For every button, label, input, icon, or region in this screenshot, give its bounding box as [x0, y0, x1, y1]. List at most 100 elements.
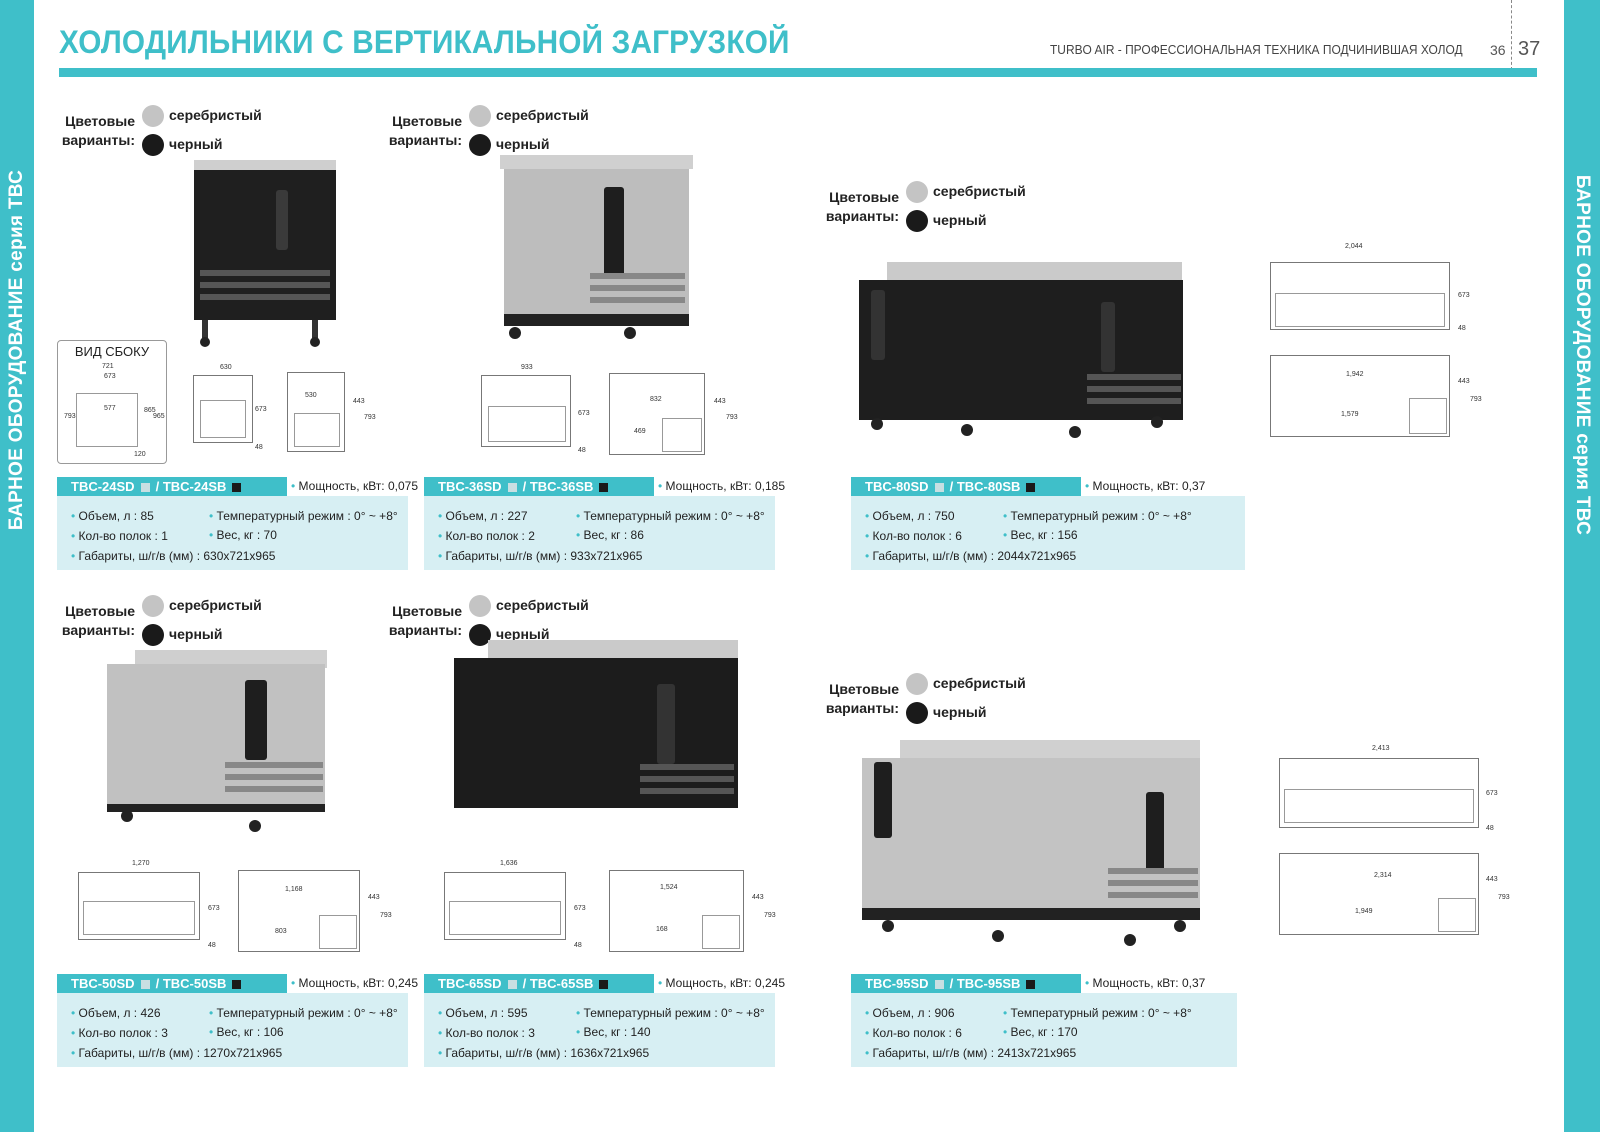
- dim-label: 673: [104, 373, 116, 380]
- dim-label: 793: [380, 912, 392, 919]
- silver-swatch: [469, 595, 491, 617]
- page-number-left: 36: [1490, 42, 1506, 58]
- front-drawing: [193, 375, 253, 443]
- black-label: черный: [933, 212, 987, 228]
- product-photo-tbc-50: [107, 650, 327, 832]
- dim-label: 673: [208, 905, 220, 912]
- dims-spec: Габариты, ш/г/в (мм) : 933x721x965: [438, 549, 643, 563]
- front-drawing: [481, 375, 571, 447]
- black-label: черный: [169, 136, 223, 152]
- left-side-band: БАРНОЕ ОБОРУДОВАНИЕ серия ТВС: [0, 0, 34, 1132]
- silver-swatch: [142, 595, 164, 617]
- dim-label: 673: [578, 410, 590, 417]
- spec-panel-tbc-24: TBC-24SD/ TBC-24SB Мощность, кВт: 0,075 …: [57, 477, 418, 570]
- volume-spec: Объем, л : 426: [71, 1006, 161, 1020]
- dim-label: 673: [1486, 790, 1498, 797]
- side-label-left: БАРНОЕ ОБОРУДОВАНИЕ серия ТВС: [6, 169, 27, 531]
- dim-label: 48: [208, 942, 216, 949]
- dim-label: 793: [64, 413, 76, 420]
- product-photo-tbc-95: [862, 740, 1200, 946]
- dim-label: 48: [574, 942, 582, 949]
- silver-swatch: [906, 181, 928, 203]
- shelves-spec: Кол-во полок : 6: [865, 1026, 962, 1040]
- black-swatch: [142, 624, 164, 646]
- product-photo-tbc-80: [859, 262, 1183, 438]
- black-swatch: [906, 702, 928, 724]
- black-label: черный: [933, 704, 987, 720]
- silver-label: серебристый: [933, 183, 1026, 199]
- side-view-outline: [76, 393, 138, 447]
- temp-spec: Температурный режим : 0° ~ +8°: [1003, 1006, 1192, 1020]
- dim-label: 443: [1458, 378, 1470, 385]
- model-label: TBC-36SD/ TBC-36SB: [424, 477, 654, 496]
- dim-label: 933: [521, 364, 533, 371]
- side-view-title: ВИД СБОКУ: [74, 344, 150, 359]
- dim-label: 48: [1486, 825, 1494, 832]
- weight-spec: Вес, кг : 170: [1003, 1025, 1078, 1039]
- dim-label: 832: [650, 396, 662, 403]
- front-drawing: [1270, 262, 1450, 330]
- weight-spec: Вес, кг : 140: [576, 1025, 651, 1039]
- model-label: TBC-95SD/ TBC-95SB: [851, 974, 1081, 993]
- dim-label: 168: [656, 926, 668, 933]
- spec-panel-tbc-50: TBC-50SD/ TBC-50SB Мощность, кВт: 0,245 …: [57, 974, 418, 1067]
- weight-spec: Вес, кг : 86: [576, 528, 644, 542]
- front-drawing: [444, 872, 566, 940]
- spec-panel-tbc-80: TBC-80SD/ TBC-80SB Мощность, кВт: 0,37 О…: [851, 477, 1245, 570]
- dim-label: 48: [1458, 325, 1466, 332]
- weight-spec: Вес, кг : 70: [209, 528, 277, 542]
- dims-spec: Габариты, ш/г/в (мм) : 2413x721x965: [865, 1046, 1077, 1060]
- dim-label: 721: [102, 363, 114, 370]
- shelves-spec: Кол-во полок : 3: [438, 1026, 535, 1040]
- dims-spec: Габариты, ш/г/в (мм) : 630x721x965: [71, 549, 276, 563]
- dim-label: 469: [634, 428, 646, 435]
- dim-label: 1,168: [285, 886, 303, 893]
- spec-panel-tbc-95: TBC-95SD/ TBC-95SB Мощность, кВт: 0,37 О…: [851, 974, 1237, 1067]
- back-drawing: [238, 870, 360, 952]
- silver-swatch: [469, 105, 491, 127]
- dim-label: 793: [726, 414, 738, 421]
- dim-label: 577: [104, 405, 116, 412]
- volume-spec: Объем, л : 906: [865, 1006, 955, 1020]
- dim-label: 1,949: [1355, 908, 1373, 915]
- back-drawing: [609, 373, 705, 455]
- dim-label: 793: [1470, 396, 1482, 403]
- black-label: черный: [496, 626, 550, 642]
- shelves-spec: Кол-во полок : 2: [438, 529, 535, 543]
- dim-label: 803: [275, 928, 287, 935]
- dim-label: 865: [144, 407, 156, 414]
- power-spec: Мощность, кВт: 0,245: [658, 976, 785, 990]
- dim-label: 2,413: [1372, 745, 1390, 752]
- black-label: черный: [169, 626, 223, 642]
- silver-label: серебристый: [169, 107, 262, 123]
- side-view-drawing: ВИД СБОКУ 721 673 577 865 965 793 120: [57, 340, 167, 464]
- tagline: TURBO AIR - ПРОФЕССИОНАЛЬНАЯ ТЕХНИКА ПОД…: [1050, 42, 1463, 57]
- dim-label: 965: [153, 413, 165, 420]
- power-spec: Мощность, кВт: 0,245: [291, 976, 418, 990]
- dim-label: 48: [578, 447, 586, 454]
- model-label: TBC-65SD/ TBC-65SB: [424, 974, 654, 993]
- dim-label: 1,270: [132, 860, 150, 867]
- front-drawing: [1279, 758, 1479, 828]
- dims-spec: Габариты, ш/г/в (мм) : 1270x721x965: [71, 1046, 283, 1060]
- shelves-spec: Кол-во полок : 1: [71, 529, 168, 543]
- dim-label: 443: [353, 398, 365, 405]
- volume-spec: Объем, л : 595: [438, 1006, 528, 1020]
- dim-label: 120: [134, 451, 146, 458]
- weight-spec: Вес, кг : 106: [209, 1025, 284, 1039]
- dim-label: 793: [364, 414, 376, 421]
- dim-label: 673: [1458, 292, 1470, 299]
- black-swatch: [142, 134, 164, 156]
- power-spec: Мощность, кВт: 0,185: [658, 479, 785, 493]
- back-drawing: [1270, 355, 1450, 437]
- silver-swatch: [142, 105, 164, 127]
- black-swatch: [906, 210, 928, 232]
- temp-spec: Температурный режим : 0° ~ +8°: [1003, 509, 1192, 523]
- dim-label: 793: [764, 912, 776, 919]
- front-drawing: [78, 872, 200, 940]
